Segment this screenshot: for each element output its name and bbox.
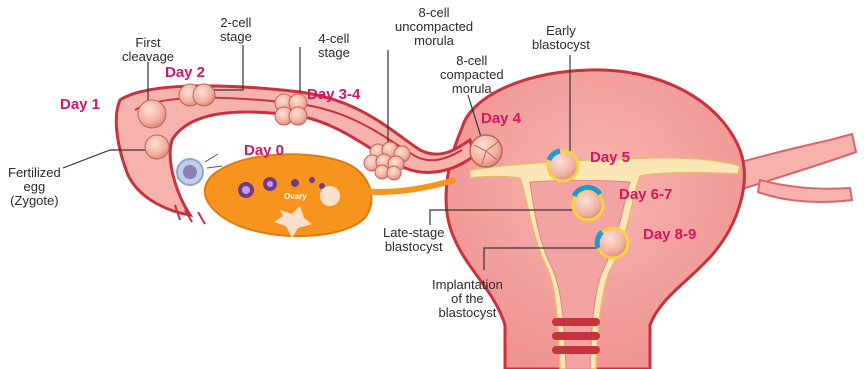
early-blastocyst-embryo xyxy=(548,151,578,181)
day-2-label: Day 2 xyxy=(165,64,205,81)
day-5-label: Day 5 xyxy=(590,149,630,166)
day-1-label: Day 1 xyxy=(60,96,100,113)
cervix-ridges xyxy=(552,318,600,354)
compacted-morula xyxy=(470,135,502,167)
blastocyst-day-6-7 xyxy=(573,187,603,220)
eight-cell-uncompacted-embryo xyxy=(364,142,410,180)
two-cell-embryo xyxy=(179,84,215,106)
day-4-label: Day 4 xyxy=(481,110,521,127)
day-3-4-label: Day 3-4 xyxy=(307,86,360,103)
zygote-in-tube xyxy=(145,135,169,159)
label-ovary: Ovary xyxy=(284,192,307,201)
implanting-blastocyst xyxy=(597,228,628,258)
day-6-7-label: Day 6-7 xyxy=(619,186,672,203)
day-8-9-label: Day 8-9 xyxy=(643,226,696,243)
day-0-label: Day 0 xyxy=(244,142,284,159)
first-cleavage-cell xyxy=(138,100,166,128)
